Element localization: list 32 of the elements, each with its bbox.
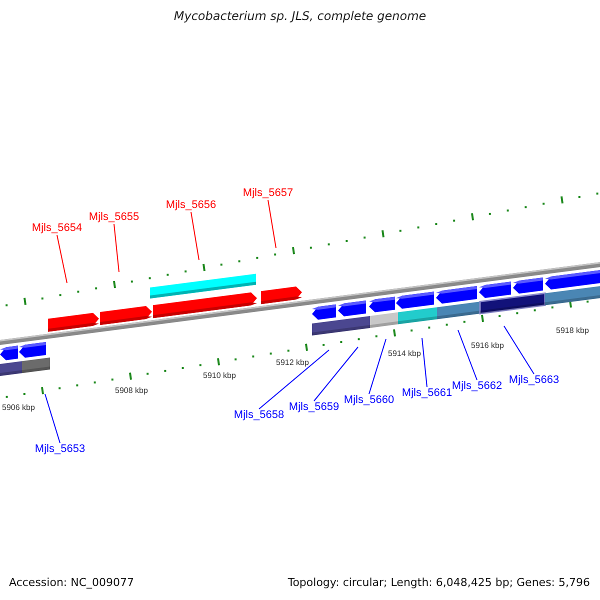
scale-label: 5916 kbp <box>471 341 504 351</box>
leader-line <box>268 200 276 248</box>
leader-line <box>56 234 68 284</box>
accession-number: Accession: NC_009077 <box>9 576 134 589</box>
scale-label: 5912 kbp <box>276 358 309 368</box>
leader-line <box>422 338 428 388</box>
leader-line <box>368 338 386 394</box>
scale-label: 5918 kbp <box>556 326 589 336</box>
leader-line <box>504 326 534 374</box>
genome-summary: Topology: circular; Length: 6,048,425 bp; Genes: 5,796 <box>288 576 590 589</box>
gene-label: Mjls_5662 <box>452 380 502 393</box>
leader-line <box>44 394 60 444</box>
gene-label: Mjls_5661 <box>402 387 452 400</box>
gene-label: Mjls_5656 <box>166 199 216 212</box>
leader-line <box>258 350 330 410</box>
gene-label: Mjls_5660 <box>344 394 394 407</box>
gene-label: Mjls_5659 <box>288 401 340 414</box>
leader-line <box>114 224 120 272</box>
leader-line <box>458 330 478 380</box>
gene-label: Mjls_5657 <box>242 187 294 200</box>
gene-label: Mjls_5654 <box>32 222 82 235</box>
gene-label: Mjls_5653 <box>34 443 86 456</box>
scale-label: 5908 kbp <box>115 386 148 396</box>
gene-label: Mjls_5655 <box>88 211 140 224</box>
scale-label: 5906 kbp <box>2 403 35 413</box>
title: Mycobacterium sp. JLS, complete genome <box>174 9 426 23</box>
leader-line <box>190 212 200 260</box>
scale-label: 5910 kbp <box>203 371 236 381</box>
gene-label: Mjls_5663 <box>508 374 560 387</box>
gene-label: Mjls_5658 <box>234 409 284 422</box>
leader-line <box>314 346 358 402</box>
scale-label: 5914 kbp <box>388 349 421 359</box>
